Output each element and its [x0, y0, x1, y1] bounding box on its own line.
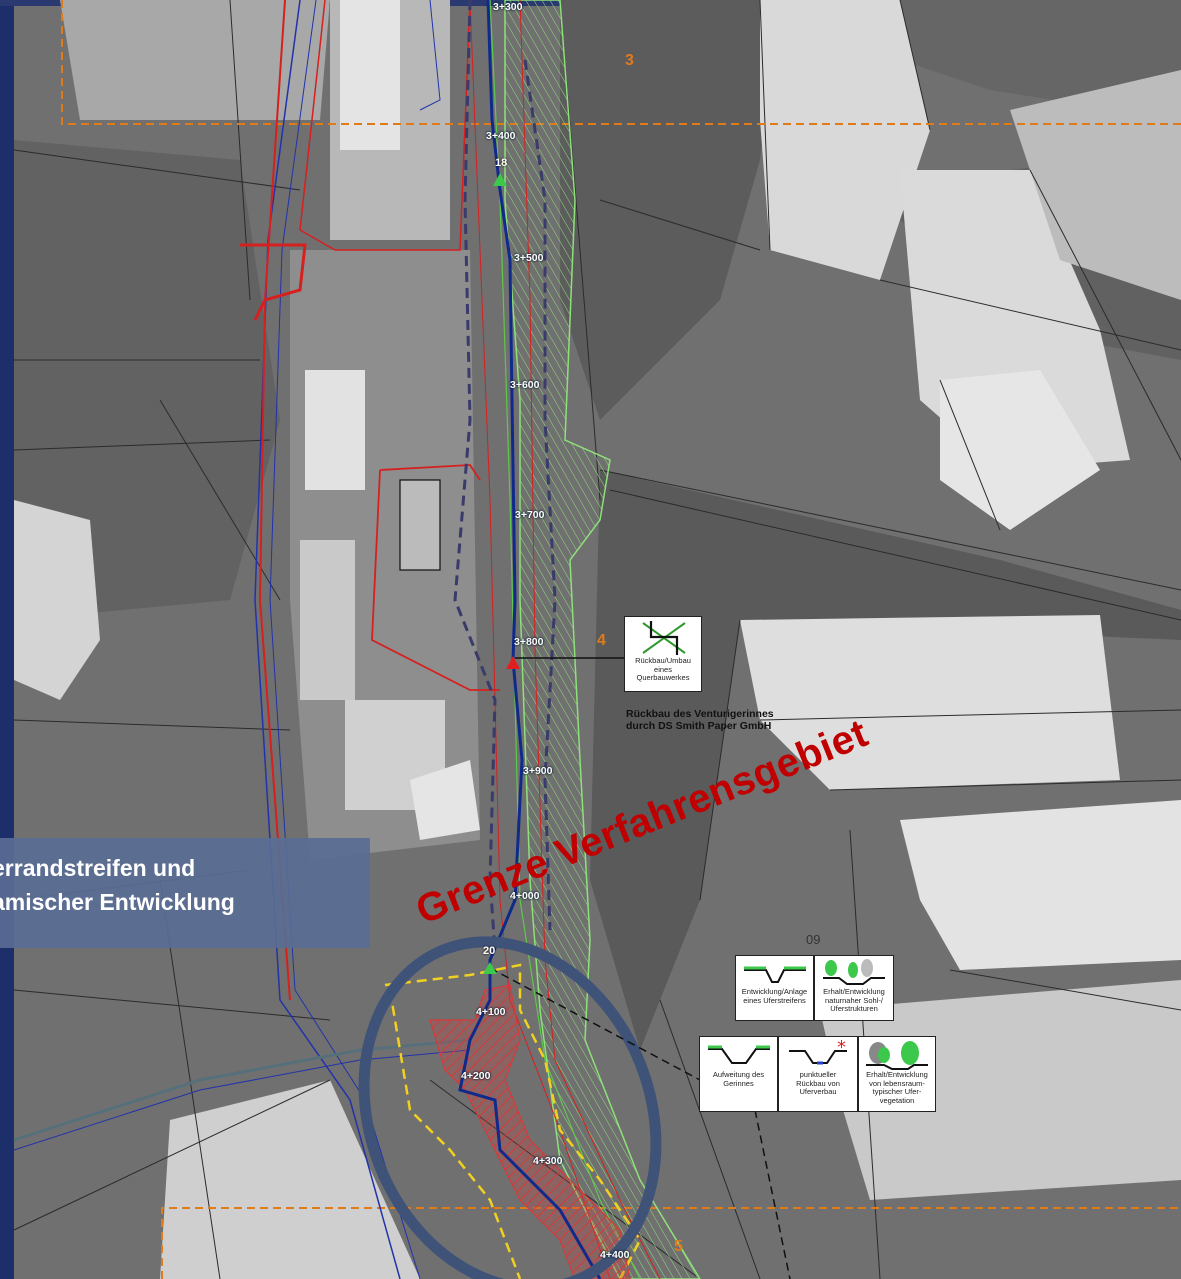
building-roof [340, 0, 400, 150]
site-boundary-red [240, 243, 307, 321]
measure-sign-uferverbau[interactable]: * punktueller Rückbau von Uferverbau [778, 1036, 858, 1112]
field [760, 0, 930, 280]
sign-text: Erhalt/Entwicklung [866, 1070, 928, 1079]
station-label: 3+900 [523, 765, 553, 777]
green-triangle-marker [493, 173, 507, 186]
riparian-vegetation-icon [866, 1041, 928, 1070]
sign-text: vegetation [879, 1095, 915, 1105]
station-label: 4+100 [476, 1006, 506, 1018]
svg-text:*: * [837, 1039, 846, 1058]
forest-area [590, 470, 1181, 1050]
area-number: 3 [625, 52, 634, 69]
sign-text: Uferverbau [799, 1087, 837, 1096]
green-triangle-marker [483, 962, 497, 974]
building-roof [305, 370, 365, 490]
field [940, 370, 1100, 530]
dashed-line [523, 59, 557, 931]
measure-sign-uferstreifen[interactable]: Entwicklung/Anlage eines Uferstreifens [735, 955, 814, 1021]
measure-code: 09 [806, 932, 821, 947]
station-label: 3+600 [510, 379, 540, 391]
station-label: 3+300 [493, 1, 523, 13]
left-slide-border [0, 0, 14, 1279]
sign-text: Rückbau von [796, 1078, 840, 1088]
area-number: 5 [674, 1238, 683, 1255]
building-roof [300, 540, 355, 700]
bank-strip-icon [743, 966, 806, 983]
red-triangle-marker [506, 656, 520, 669]
forest-area [560, 0, 780, 420]
site-boundary-red [258, 0, 291, 1001]
field [820, 980, 1181, 1200]
overlay-line: errandstreifen und [0, 855, 196, 881]
sign-text: naturnaher Sohl-/ [825, 995, 883, 1005]
field [1010, 70, 1181, 300]
station-label: 3+700 [515, 509, 545, 521]
station-label: 3+800 [514, 636, 544, 648]
dashed-line [453, 0, 497, 951]
station-label: 4+200 [461, 1070, 491, 1082]
railway [13, 1049, 471, 1151]
site-boundary-red [371, 464, 500, 691]
field [60, 0, 330, 120]
sign-text: typischer Ufer- [872, 1087, 922, 1096]
sign-text: Uferstrukturen [830, 1004, 878, 1013]
station-label: 3+500 [514, 252, 544, 264]
building-roof [410, 760, 480, 840]
road-line [419, 0, 441, 111]
sign-text: Erhalt/Entwicklung [823, 987, 885, 996]
sign-text: Entwicklung/Anlage [741, 987, 808, 996]
weir-removal-icon [642, 621, 686, 655]
point-number: 18 [495, 157, 508, 169]
measure-sign-sohlstrukturen[interactable]: Erhalt/Entwicklung naturnaher Sohl-/ Ufe… [814, 955, 894, 1021]
road-line [254, 0, 401, 1279]
sign-text: Rückbau/Umbau [635, 656, 691, 665]
connector-line [754, 1109, 791, 1279]
overlay-line: amischer Entwicklung [0, 889, 235, 915]
venturi-note: Rückbau des Venturigerinnes durch DS Smi… [626, 708, 774, 732]
note-line: durch DS Smith Paper GmbH [626, 720, 772, 732]
measure-sign-ufervegetation[interactable]: Erhalt/Entwicklung von lebensraum- typis… [858, 1036, 936, 1112]
measure-sign-aufweitung[interactable]: Aufweitung des Gerinnes [699, 1036, 778, 1112]
natural-structures-icon [823, 959, 885, 985]
building-roof [399, 479, 441, 571]
site-boundary-red [299, 0, 471, 251]
sign-text: Aufweitung des [712, 1070, 765, 1079]
field [900, 800, 1181, 970]
station-label: 4+300 [533, 1155, 563, 1167]
planning-boundary [61, 0, 1181, 125]
area-number: 4 [597, 632, 606, 649]
river-channel [458, 0, 602, 1279]
field [740, 615, 1120, 790]
highlight-ellipse [358, 936, 662, 1279]
slide-overlay-box: errandstreifen und amischer Entwicklung [0, 838, 370, 948]
note-line: Rückbau des Venturigerinnes [626, 708, 774, 720]
station-label: 4+400 [600, 1249, 630, 1261]
channel-widening-icon [707, 1045, 770, 1064]
sign-text: punktueller [799, 1070, 837, 1079]
sign-text: eines [654, 664, 672, 674]
sign-text: von lebensraum- [869, 1078, 925, 1088]
connector-line [489, 967, 701, 1081]
forest-area [14, 140, 280, 620]
field [14, 500, 100, 700]
station-label: 3+400 [486, 130, 516, 142]
bank-fixing-removal-icon: * [789, 1039, 847, 1065]
planning-boundary [161, 1207, 1181, 1279]
point-number: 20 [483, 945, 496, 957]
measure-sign-querbauwerk[interactable]: Rückbau/Umbau eines Querbauwerkes [624, 616, 702, 692]
sign-text: eines Uferstreifens [743, 995, 806, 1005]
hatched-channel [429, 984, 631, 1279]
station-label: 4+000 [510, 890, 540, 902]
railway [13, 1038, 471, 1142]
sign-text: Gerinnes [723, 1078, 754, 1088]
sign-text: Querbauwerkes [636, 673, 690, 682]
